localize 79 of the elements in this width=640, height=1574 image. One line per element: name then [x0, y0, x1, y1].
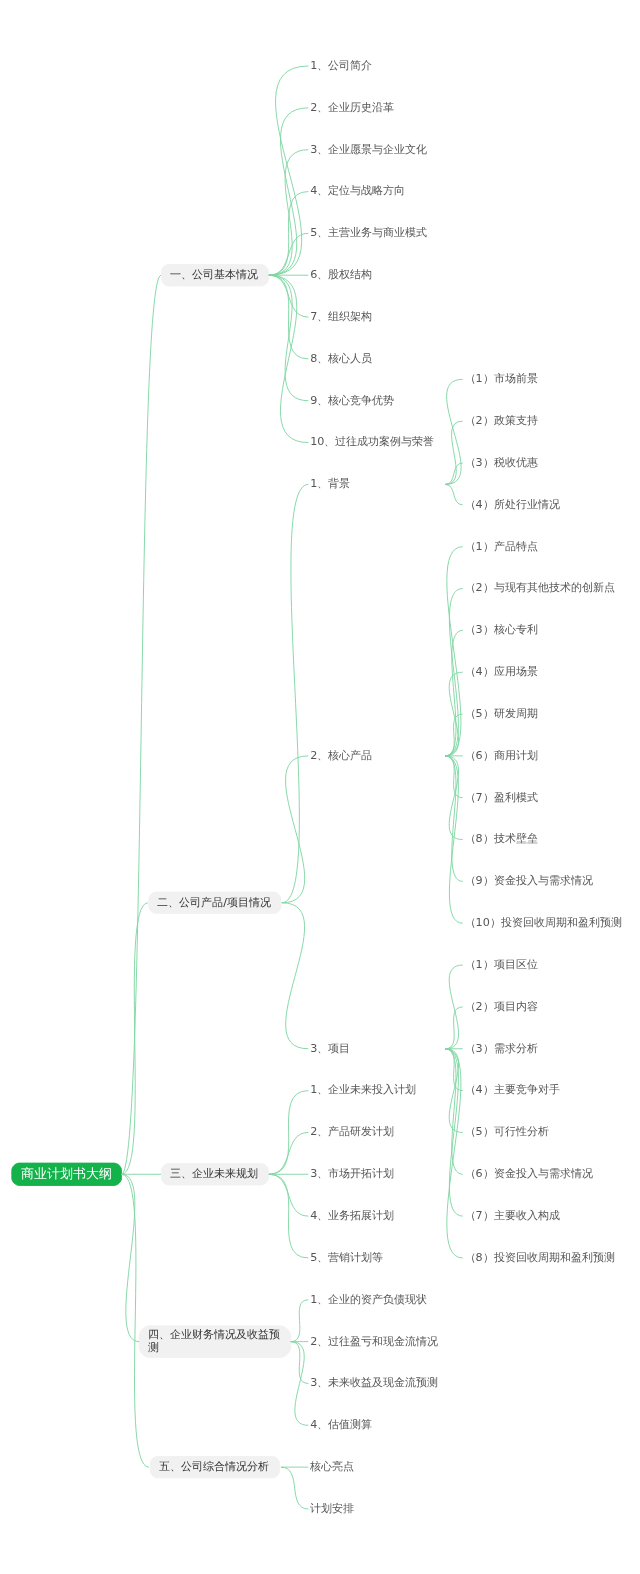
connector	[268, 232, 309, 276]
node-text: （8）技术壁垒	[464, 831, 538, 845]
node-text: 4、业务拓展计划	[310, 1208, 395, 1222]
node-text: （1）市场前景	[464, 371, 538, 385]
connector	[281, 901, 309, 1049]
node-text: 3、未来收益及现金流预测	[310, 1375, 439, 1389]
connector	[268, 1131, 309, 1175]
connector	[268, 190, 309, 276]
connector	[121, 901, 149, 1175]
connector	[268, 1173, 309, 1258]
connector	[268, 106, 309, 276]
connector	[444, 545, 464, 756]
node-text: （2）政策支持	[464, 413, 538, 427]
connector	[444, 483, 464, 505]
connector	[444, 462, 464, 485]
node-text: （6）商用计划	[464, 748, 538, 762]
connector	[444, 629, 464, 756]
connector	[121, 274, 162, 1175]
node-text: 2、过往盈亏和现金流情况	[310, 1334, 439, 1348]
connector	[444, 671, 464, 756]
connector	[121, 1173, 150, 1468]
node-text: （3）税收优惠	[464, 455, 538, 469]
connector	[281, 483, 309, 903]
node-text: （5）研发周期	[464, 706, 538, 720]
connector	[444, 420, 464, 485]
node-text: （9）资金投入与需求情况	[464, 873, 593, 887]
connector	[121, 1173, 140, 1342]
node-text: （6）资金投入与需求情况	[464, 1166, 593, 1180]
node-text: 1、公司简介	[310, 58, 373, 72]
node-text: （4）主要竞争对手	[464, 1082, 560, 1096]
node-text: 核心亮点	[310, 1459, 355, 1473]
connector	[268, 1089, 309, 1175]
node-text: 9、核心竞争优势	[310, 393, 395, 407]
connector	[268, 148, 309, 276]
connector	[280, 1466, 309, 1468]
node-text: （3）核心专利	[464, 622, 538, 636]
connector	[444, 754, 464, 924]
node-text: （4）应用场景	[464, 664, 538, 678]
connector	[268, 65, 309, 276]
node-text: （7）盈利模式	[464, 790, 538, 804]
node-text: （8）投资回收周期和盈利预测	[464, 1250, 615, 1264]
node-text: 1、企业的资产负债现状	[310, 1292, 428, 1306]
connector	[280, 1466, 309, 1509]
node-text: 1、企业未来投入计划	[310, 1082, 417, 1096]
node-text: 4、定位与战略方向	[310, 183, 406, 197]
node-text: 3、企业愿景与企业文化	[310, 142, 428, 156]
node-text: （1）产品特点	[464, 539, 538, 553]
node-text: 2、产品研发计划	[310, 1124, 395, 1138]
node-text: 2、企业历史沿革	[310, 100, 395, 114]
node-text: 5、主营业务与商业模式	[310, 225, 428, 239]
node-text: 8、核心人员	[310, 351, 373, 365]
node-box: 商业计划书大纲	[11, 1162, 122, 1186]
node-text: 7、组织架构	[310, 309, 373, 323]
node-text: 计划安排	[310, 1501, 355, 1515]
node-text: （5）可行性分析	[464, 1124, 549, 1138]
connector	[444, 587, 464, 756]
node-text: （4）所处行业情况	[464, 497, 560, 511]
node-text: （7）主要收入构成	[464, 1208, 560, 1222]
node-text: （2）项目内容	[464, 999, 538, 1013]
connector	[444, 754, 464, 882]
node-text: 1、背景	[310, 476, 351, 490]
node-text: 4、估值测算	[310, 1417, 373, 1431]
node-text: （10）投资回收周期和盈利预测	[464, 915, 622, 929]
node-text: 2、核心产品	[310, 748, 373, 762]
node-text: 10、过往成功案例与荣誉	[310, 434, 435, 448]
node-box: 三、企业未来规划	[161, 1162, 269, 1185]
node-text: （1）项目区位	[464, 957, 538, 971]
connector	[444, 378, 464, 485]
node-text: （3）需求分析	[464, 1041, 538, 1055]
connector	[268, 274, 309, 443]
node-box: 一、公司基本情况	[161, 263, 269, 286]
node-text: 3、市场开拓计划	[310, 1166, 395, 1180]
node-text: 5、营销计划等	[310, 1250, 384, 1264]
node-text: 6、股权结构	[310, 267, 373, 281]
node-box: 二、公司产品/项目情况	[148, 891, 282, 914]
node-box: 五、公司综合情况分析	[149, 1455, 281, 1478]
node-box: 四、企业财务情况及收益预测	[138, 1324, 292, 1358]
node-text: 3、项目	[310, 1041, 351, 1055]
node-text: （2）与现有其他技术的创新点	[464, 580, 615, 594]
